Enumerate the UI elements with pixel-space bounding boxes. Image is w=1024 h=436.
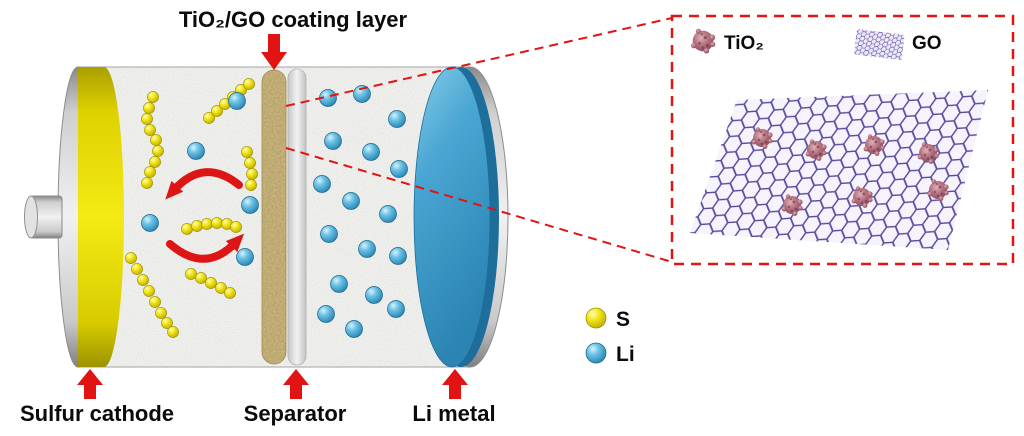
li-metal-label: Li metal xyxy=(412,401,495,426)
inset-box: TiO₂ GO xyxy=(670,14,1015,266)
legend-lithium-swatch xyxy=(585,342,607,364)
coating-pointer-arrow xyxy=(261,34,287,70)
separator-pointer-arrow xyxy=(283,369,309,399)
shuttle-arrow-upper xyxy=(165,168,243,200)
go-icon xyxy=(853,29,905,61)
inset-tio2-label: TiO₂ xyxy=(724,33,764,54)
sulfur-cathode-layer xyxy=(78,67,124,367)
li-metal-pointer-arrow xyxy=(442,369,468,399)
inset-go-label: GO xyxy=(912,33,942,54)
shuttle-effect-arrows xyxy=(165,168,245,263)
legend-sulfur-label: S xyxy=(616,308,630,331)
separator-label: Separator xyxy=(244,401,347,426)
shuttle-arrow-lower xyxy=(166,233,245,263)
legend-lithium-label: Li xyxy=(616,343,635,366)
battery-cell xyxy=(24,66,509,368)
graphene-oxide-sheet xyxy=(690,90,988,250)
coating-layer-label: TiO₂/GO coating layer xyxy=(179,7,408,32)
terminal-nub xyxy=(24,195,63,239)
sulfur-cathode-label: Sulfur cathode xyxy=(20,401,174,426)
li-metal-disc xyxy=(413,66,509,368)
cathode-pointer-arrow xyxy=(77,369,103,399)
legend: S Li xyxy=(585,307,635,366)
separator-layer xyxy=(287,68,307,366)
inset-callout-lines xyxy=(285,17,673,263)
legend-sulfur-swatch xyxy=(585,307,607,329)
tio2-go-coating-layer xyxy=(261,69,287,365)
